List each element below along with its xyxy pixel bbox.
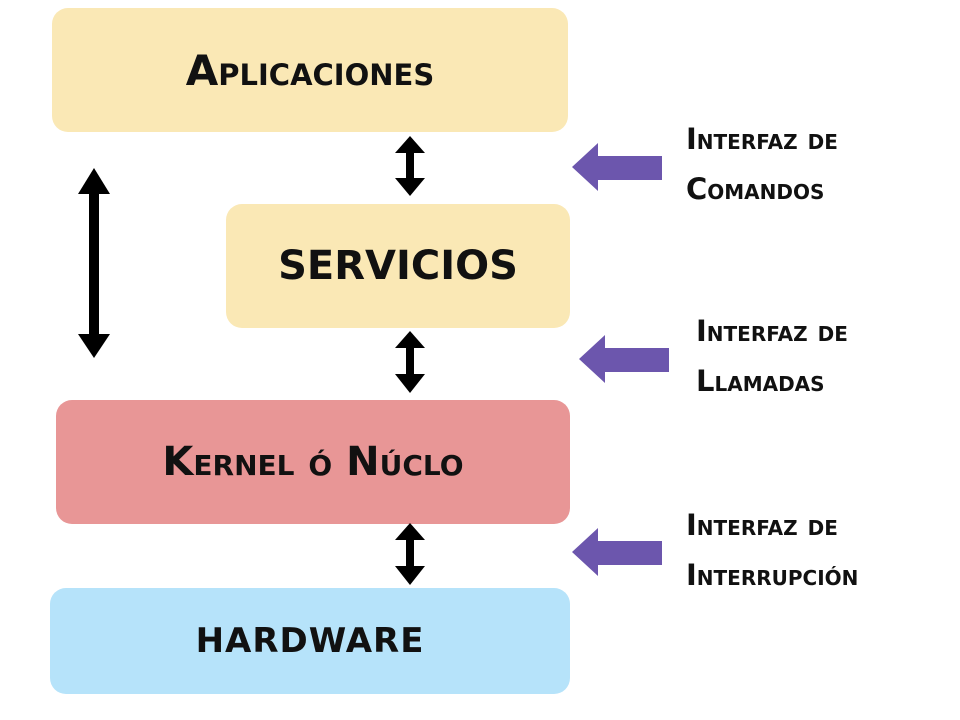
services-layer: SERVICIOS [226, 204, 570, 328]
calls-interface-line2: Llamadas [696, 364, 825, 398]
interrupt-interface-arrow-icon [572, 528, 662, 576]
calls-interface-line1: Interfaz de [696, 314, 848, 348]
applications-layer: Aplicaciones [52, 8, 568, 132]
interrupt-interface-label: Interfaz de Interrupción [686, 500, 858, 600]
long-double-arrow-icon [78, 168, 110, 358]
hardware-label: HARDWARE [195, 621, 425, 661]
services-label: SERVICIOS [278, 243, 518, 289]
commands-interface-arrow-icon [572, 143, 662, 191]
kernel-label: Kernel ó Núclo [162, 439, 464, 485]
double-arrow-kernel-hardware-icon [395, 523, 425, 585]
double-arrow-services-kernel-icon [395, 331, 425, 393]
kernel-layer: Kernel ó Núclo [56, 400, 570, 524]
applications-label: Aplicaciones [185, 45, 435, 95]
commands-interface-line2: Comandos [686, 172, 825, 206]
calls-interface-arrow-icon [579, 335, 669, 383]
interrupt-interface-line1: Interfaz de [686, 508, 838, 542]
calls-interface-label: Interfaz de Llamadas [696, 306, 848, 406]
double-arrow-apps-services-icon [395, 136, 425, 196]
hardware-layer: HARDWARE [50, 588, 570, 694]
commands-interface-label: Interfaz de Comandos [686, 114, 838, 214]
interrupt-interface-line2: Interrupción [686, 558, 859, 592]
commands-interface-line1: Interfaz de [686, 122, 838, 156]
